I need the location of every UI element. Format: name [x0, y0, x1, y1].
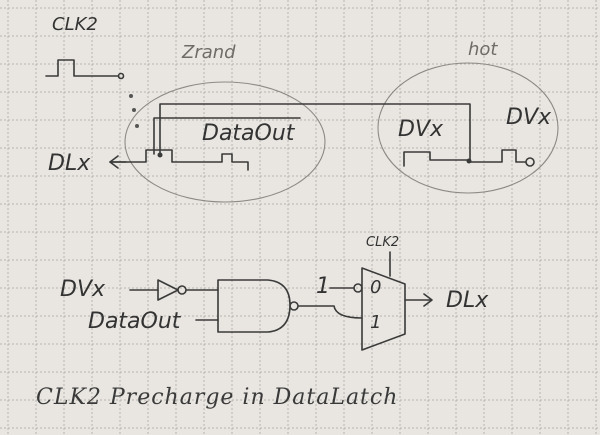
dlx-left-arrow: [109, 155, 127, 169]
left-junction-dot: [157, 152, 163, 158]
mux-body: [361, 267, 406, 351]
dvx-right-label: DVx: [506, 105, 552, 130]
link-rectangle: [159, 103, 471, 161]
inner-link: [153, 117, 301, 155]
mux-one-label: 1: [316, 274, 330, 299]
clk2-pulse-waveform: [45, 59, 119, 77]
dotted-link-3: [135, 124, 139, 128]
nand-bubble: [289, 301, 299, 311]
clk2-dot: [117, 72, 125, 80]
clk2-top-label: CLK2: [52, 14, 98, 35]
hot-ellipse: [377, 62, 559, 194]
dataout-waveform: [109, 149, 249, 171]
dataout-waveform-label: DataOut: [202, 121, 296, 146]
dotted-link-1: [129, 94, 133, 98]
dvx-input-label: DVx: [60, 277, 106, 302]
dotted-link-2: [132, 108, 136, 112]
dvx-mid-label: DVx: [398, 117, 444, 142]
right-junction-dot: [466, 158, 472, 164]
mux-sel1-label: 1: [370, 312, 381, 333]
hot-label: hot: [468, 39, 498, 60]
dlx-left-label: DLx: [48, 151, 91, 176]
dlx-output-label: DLx: [446, 288, 489, 313]
mux-zero-label: 0: [370, 277, 381, 298]
diagram-caption: CLK2 Precharge in DataLatch: [36, 385, 398, 410]
mux-clk2-label: CLK2: [366, 235, 399, 250]
dataout-input-label: DataOut: [88, 309, 182, 334]
zrand-label: Zrand: [181, 42, 236, 63]
nand-to-mux-wire: [297, 305, 363, 319]
inverter-bubble: [177, 285, 187, 295]
dvx-right-end: [525, 157, 535, 167]
inverter-body: [157, 279, 179, 301]
dvx-waveform: [403, 149, 527, 167]
zrand-ellipse: [124, 81, 326, 203]
mux-output-arrow: [404, 293, 433, 307]
